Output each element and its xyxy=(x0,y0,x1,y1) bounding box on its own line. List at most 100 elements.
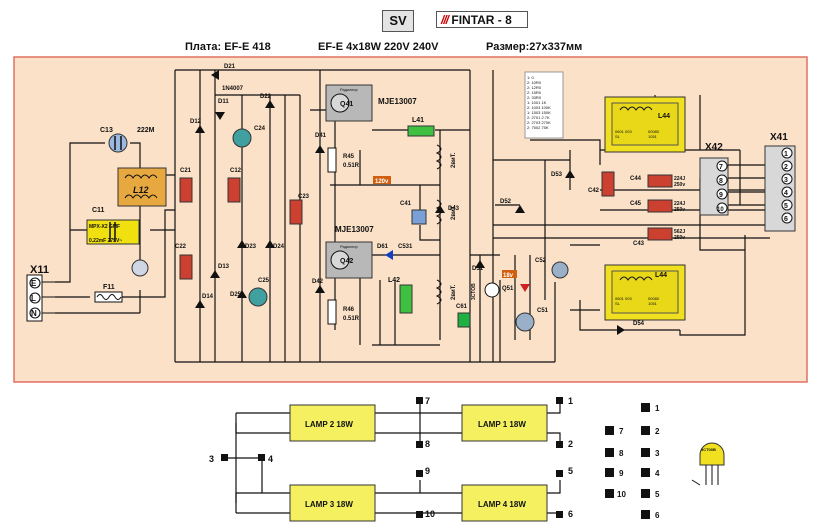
code-legend xyxy=(524,71,564,139)
r45-label: R45 xyxy=(343,154,355,160)
x41-pin-3: 3 xyxy=(784,177,788,184)
c25-cap xyxy=(248,287,268,307)
d52-label: D52 xyxy=(500,199,512,205)
c61-label: C61 xyxy=(456,304,468,310)
x42-label: X42 xyxy=(705,142,723,153)
r45-resistor xyxy=(327,147,337,173)
c13-label: C13 xyxy=(100,127,113,134)
d21-value: 1N4007 xyxy=(222,86,244,92)
v120-label: 120v xyxy=(375,179,389,185)
x41-pin-4: 4 xyxy=(784,190,788,197)
lamp-node-2: 2 xyxy=(568,439,573,449)
c21-label: C21 xyxy=(180,168,192,174)
x42-pin-9: 9 xyxy=(719,192,723,199)
c23-label: C23 xyxy=(298,194,310,200)
c531-label: C531 xyxy=(398,244,413,250)
d43-label: D43 xyxy=(448,206,460,212)
lamp-node-5: 5 xyxy=(568,466,573,476)
c41-label: C41 xyxy=(400,201,412,207)
r46-resistor xyxy=(327,299,337,325)
lamp-2-label: LAMP 2 18W xyxy=(305,420,353,429)
lamp-4-label: LAMP 4 18W xyxy=(478,500,526,509)
sv-badge: SV xyxy=(382,10,414,32)
legend-pin-5: 5 xyxy=(655,490,660,499)
brand-badge: /// FINTAR - 8 xyxy=(436,11,528,28)
d12-label: D12 xyxy=(190,119,202,125)
lamp-3-label: LAMP 3 18W xyxy=(305,500,353,509)
l12-label: L12 xyxy=(133,185,149,195)
c44-cap xyxy=(647,174,673,188)
l41-label: L41 xyxy=(412,117,424,124)
d61-diode xyxy=(385,250,393,260)
c24-label: C24 xyxy=(254,126,266,132)
legend-pin-6: 6 xyxy=(655,511,660,520)
coil-c-label: 2виТ. xyxy=(451,152,457,168)
c43-cap xyxy=(647,227,673,241)
q41-value: MJE13007 xyxy=(378,97,417,106)
q42-radiator: Радиатор xyxy=(340,244,358,249)
c42-label: C42 xyxy=(588,188,600,194)
diodes xyxy=(195,70,625,335)
d25-label: D25 xyxy=(230,292,242,298)
legend-pin-8: 8 xyxy=(619,449,624,458)
legend-pin-2: 2 xyxy=(655,427,660,436)
lamp-node-10: 10 xyxy=(425,509,435,519)
d53-label: D53 xyxy=(551,172,563,178)
q41-radiator: Радиатор xyxy=(340,87,358,92)
x42-pin-8: 8 xyxy=(719,178,723,185)
zener-diode xyxy=(520,284,530,292)
lamp-node-4: 4 xyxy=(268,454,273,464)
q42-label: Q42 xyxy=(340,258,353,265)
l42-label: L42 xyxy=(388,277,400,284)
d41-label: D41 xyxy=(315,133,327,139)
coil-c xyxy=(435,144,442,170)
connector-x11 xyxy=(26,274,55,322)
brand-logo-icon: /// xyxy=(441,13,449,27)
r46-value: 0.51R xyxy=(343,316,360,322)
transistor-pinout-icon xyxy=(691,442,725,486)
c45-cap xyxy=(647,199,673,213)
lamp-1-label: LAMP 1 18W xyxy=(478,420,526,429)
c45-label: C45 xyxy=(630,201,642,207)
c61-cap xyxy=(457,312,471,328)
c52-label: C52 xyxy=(535,258,547,264)
c52-cap xyxy=(551,261,569,279)
lamp-node-3: 3 xyxy=(209,454,214,464)
legend-pin-10: 10 xyxy=(617,490,626,499)
c41-cap xyxy=(411,209,427,225)
x41-pin-1: 1 xyxy=(784,151,788,158)
f11-label: F11 xyxy=(103,284,115,291)
v18-tag xyxy=(502,270,517,278)
d23-label: D23 xyxy=(245,244,257,250)
lamp-node-7: 7 xyxy=(425,396,430,406)
transistor-pinout-label: 3CT00B xyxy=(701,447,716,452)
x42-pin-10: 10 xyxy=(717,207,724,213)
v18-label: 18v xyxy=(503,273,514,279)
lamp-node-9: 9 xyxy=(425,466,430,476)
c44-label: C44 xyxy=(630,176,642,182)
l45-label: L44 xyxy=(655,272,667,279)
pin-legend-squares xyxy=(605,403,650,519)
legend-pin-9: 9 xyxy=(619,469,624,478)
c43-label: C43 xyxy=(633,241,645,247)
l44-label: L44 xyxy=(658,113,670,120)
d11-label: D11 xyxy=(218,99,229,105)
zener-label: 3СТОВ xyxy=(471,283,477,300)
r45-value: 0.51R xyxy=(343,163,360,169)
c13-value: 222M xyxy=(137,127,155,134)
x11-pin-e: E xyxy=(31,279,37,288)
lamp-node-6: 6 xyxy=(568,509,573,519)
v120-tag xyxy=(373,176,391,184)
l42-inductor xyxy=(399,284,413,314)
x11-label: X11 xyxy=(30,264,49,276)
x41-pin-6: 6 xyxy=(784,216,788,223)
coil-a-label: 2виТ. xyxy=(451,204,457,220)
d24-label: D24 xyxy=(273,244,285,250)
